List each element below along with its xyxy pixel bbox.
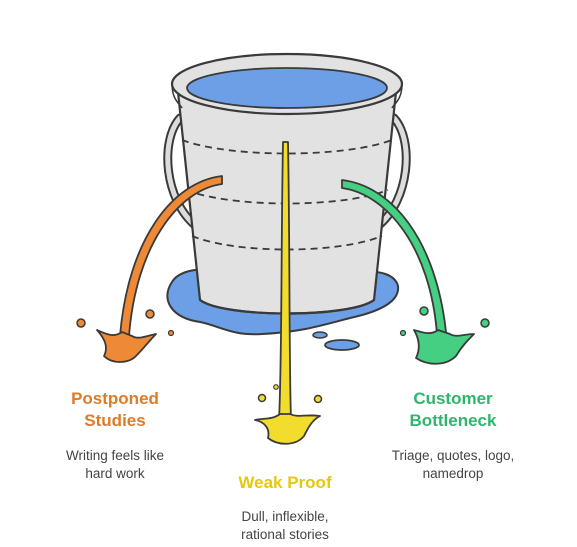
weak-proof-description: Dull, inflexible, rational stories [241,509,329,542]
yellow-leak-stream [254,141,323,445]
weak-proof-title: Weak Proof [238,473,332,492]
customer-bottleneck-description: Triage, quotes, logo, namedrop [391,448,515,481]
customer-bottleneck-title: Customer Bottleneck [409,389,497,430]
orange-leak-stream [76,175,223,363]
green-leak-stream [341,179,490,365]
postponed-studies-description: Writing feels like hard work [65,448,165,481]
postponed-studies-title: Postponed Studies [71,389,159,430]
